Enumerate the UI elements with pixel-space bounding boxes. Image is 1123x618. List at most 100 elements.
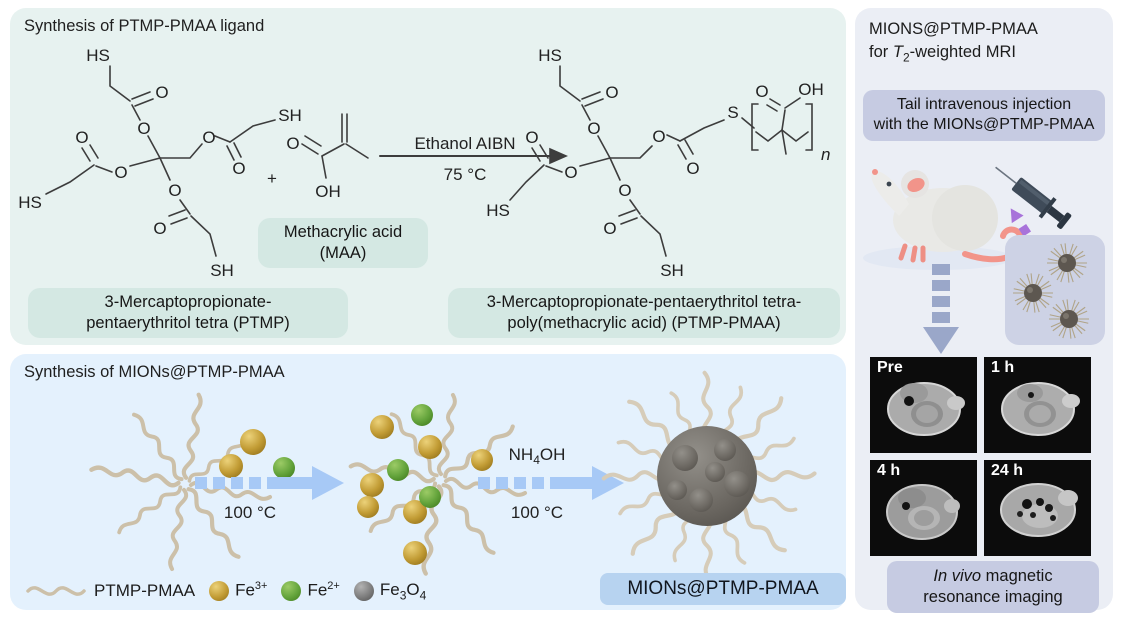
mouse-nose	[872, 169, 878, 175]
step1-temperature: 100 °C	[224, 503, 276, 522]
step2-temperature: 100 °C	[511, 503, 563, 522]
mri-scan-image	[1000, 483, 1078, 537]
atom-label: O	[564, 163, 577, 182]
fe2-ball-icon	[281, 580, 302, 601]
legend-item-fe2: Fe2+	[281, 580, 340, 601]
mouse-eye	[886, 181, 892, 187]
atom-label: O	[525, 128, 538, 147]
fe3o4-ball-icon	[353, 580, 374, 601]
bound-iron-ions	[357, 404, 493, 565]
repeat-subscript-n: n	[821, 145, 830, 164]
ptmp-label-line1: 3-Mercaptopropionate-	[104, 293, 272, 311]
plus-sign: +	[267, 169, 277, 188]
atom-label: O	[605, 83, 618, 102]
atom-label: HS	[538, 46, 562, 65]
fe3-ball-icon	[209, 580, 230, 601]
ptmp-label-box: 3-Mercaptopropionate- pentaerythritol te…	[28, 288, 348, 339]
atom-label: O	[153, 219, 166, 238]
atom-label: HS	[18, 193, 42, 212]
legend-fe3o4-label: Fe3O4	[379, 579, 427, 602]
mri-caption-line2: resonance imaging	[923, 588, 1063, 607]
injection-scene	[855, 156, 1113, 356]
mri-scan-label: 1 h	[991, 359, 1015, 376]
legend-fe3-label: Fe3+	[235, 580, 268, 601]
wavy-polymer-icon	[26, 585, 86, 596]
nanoparticle-box	[1005, 235, 1105, 345]
legend-item-polymer: PTMP-PMAA	[26, 581, 195, 601]
atom-label: SH	[278, 106, 302, 125]
ptmp-pmaa-star-polymer	[91, 394, 273, 572]
syringe-icon	[995, 166, 1072, 229]
atom-label: HS	[86, 46, 110, 65]
mions-panel-title: Synthesis of MIONs@PTMP-PMAA	[24, 363, 285, 381]
atom-label: O	[155, 83, 168, 102]
mouse-head	[871, 171, 909, 216]
atom-label: O	[652, 127, 665, 146]
maa-label-box: Methacrylic acid (MAA)	[258, 218, 428, 269]
panel-mions-synthesis: Synthesis of MIONs@PTMP-PMAA	[10, 354, 846, 610]
mri-scan-label: Pre	[877, 359, 903, 376]
atom-label: O	[603, 219, 616, 238]
iron-ion-cluster	[219, 429, 295, 479]
nanoparticle-cluster	[1005, 235, 1105, 345]
timeline-arrow-down	[923, 264, 959, 354]
legend: PTMP-PMAA Fe3+ Fe2+ Fe3O4	[26, 580, 426, 602]
step2-arrow	[478, 466, 624, 500]
atom-label: OH	[315, 182, 341, 201]
atom-label: O	[587, 119, 600, 138]
atom-label: HS	[486, 201, 510, 220]
ptmp-pmaa-label-line1: 3-Mercaptopropionate-pentaerythritol tet…	[486, 293, 802, 311]
mri-title-line2: for T2-weighted MRI	[869, 43, 1016, 65]
atom-label: O	[114, 163, 127, 182]
mri-scan-label: 24 h	[991, 462, 1024, 479]
atom-label: O	[137, 119, 150, 138]
mri-caption-box: In vivo magnetic resonance imaging	[887, 561, 1099, 614]
reaction-scheme-drawing: HS O O O O SH O O HS O O SH + O OH Ethan…	[18, 46, 830, 280]
legend-item-fe3: Fe3+	[209, 580, 267, 601]
atom-label: O	[755, 82, 768, 101]
atom-label: O	[232, 159, 245, 178]
mion-nanoparticle	[604, 373, 815, 579]
mri-title-line1: MIONS@PTMP-PMAA	[869, 20, 1038, 38]
mions-product-label-box: MIONs@PTMP-PMAA	[600, 573, 846, 606]
ligand-panel-title: Synthesis of PTMP-PMAA ligand	[24, 17, 265, 35]
injection-label-line2: with the MIONs@PTMP-PMAA	[873, 116, 1095, 134]
atom-label: O	[202, 128, 215, 147]
mouse-legs	[898, 243, 926, 263]
maa-label-line1: Methacrylic acid	[283, 223, 403, 241]
legend-fe2-label: Fe2+	[307, 580, 340, 601]
reaction-conditions: Ethanol AIBN	[414, 134, 515, 153]
atom-label: O	[686, 159, 699, 178]
reaction-temperature: 75 °C	[444, 165, 487, 184]
mri-scan-image	[886, 484, 960, 540]
maa-label-line2: (MAA)	[319, 244, 367, 263]
legend-polymer-label: PTMP-PMAA	[94, 580, 196, 600]
legend-item-fe3o4: Fe3O4	[353, 579, 427, 602]
ptmp-label-line2: pentaerythritol tetra (PTMP)	[86, 314, 290, 333]
atom-label: SH	[210, 261, 234, 280]
mri-scan-label: 4 h	[877, 462, 901, 479]
atom-label: O	[618, 181, 631, 200]
mri-image-grid: Pre 1 h	[870, 357, 1091, 556]
atom-label: S	[727, 103, 738, 122]
mri-panel-title: MIONS@PTMP-PMAA for T2-weighted MRI	[869, 18, 1038, 66]
ptmp-pmaa-label-line2: poly(methacrylic acid) (PTMP-PMAA)	[507, 314, 781, 333]
mri-scan-image	[887, 382, 965, 436]
step2-reagent: NH4OH	[509, 445, 566, 467]
atom-label: O	[168, 181, 181, 200]
atom-label: O	[75, 128, 88, 147]
panel-ligand-synthesis: Synthesis of PTMP-PMAA ligand	[10, 8, 846, 345]
panel-mri: MIONS@PTMP-PMAA for T2-weighted MRI Tail…	[855, 8, 1113, 614]
step1-arrow	[195, 466, 344, 500]
mri-scan-4h: 4 h	[870, 460, 977, 556]
mouse-illustration	[871, 169, 1025, 263]
atom-label: SH	[660, 261, 684, 280]
mri-scan-1h: 1 h	[984, 357, 1091, 453]
atom-label: O	[286, 134, 299, 153]
mri-caption-line1: In vivo magnetic	[933, 567, 1053, 585]
atom-label: OH	[798, 80, 824, 99]
ptmp-pmaa-label-box: 3-Mercaptopropionate-pentaerythritol tet…	[448, 288, 840, 339]
injection-label-line1: Tail intravenous injection	[896, 96, 1072, 113]
injection-label-box: Tail intravenous injection with the MION…	[863, 90, 1105, 141]
